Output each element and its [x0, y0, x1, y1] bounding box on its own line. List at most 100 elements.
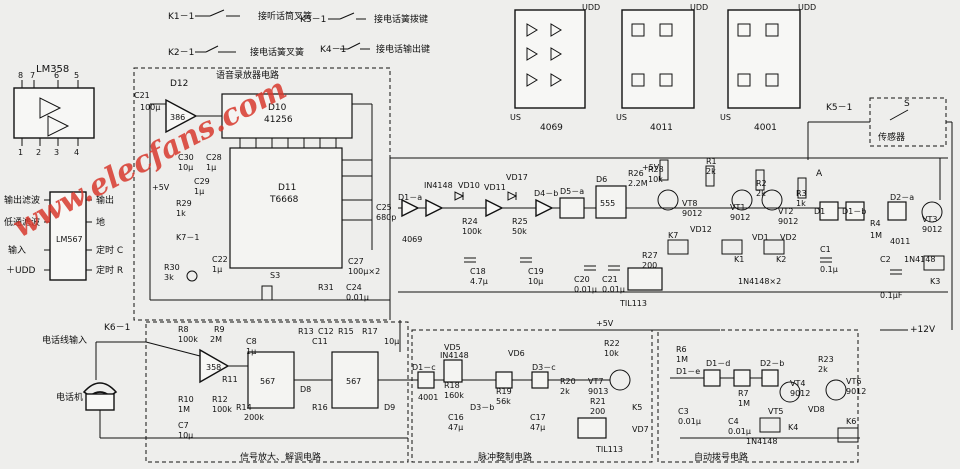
component-label: 0.1μF [880, 291, 903, 300]
component-label: UDD [582, 3, 600, 12]
component-label: 200 [590, 407, 605, 416]
component-label: 358 [206, 363, 221, 372]
component-label: 4 [74, 148, 79, 157]
component-label: 100μ×2 [348, 267, 380, 276]
component-label: 0.01μ [574, 285, 597, 294]
rail-p5v-top: +5V [642, 163, 660, 172]
component-label: 4011 [890, 237, 910, 246]
component-label: 2k [706, 167, 716, 176]
component-label: 4.7μ [470, 277, 488, 286]
component-label: D1－e [676, 367, 700, 376]
component-label: +5V [152, 183, 170, 192]
component-label: 1k [176, 209, 186, 218]
component-label: 2k [560, 387, 570, 396]
component-label: D6 [596, 175, 607, 184]
component-label: K7－1 [176, 233, 199, 242]
component-label: C8 [246, 337, 257, 346]
component-label: C29 [194, 177, 210, 186]
component-label: C12 [318, 327, 334, 336]
lm567-label: LM567 [56, 235, 83, 244]
component-label: R21 [590, 397, 606, 406]
component-label: R22 [604, 339, 620, 348]
component-label: R25 [512, 217, 528, 226]
component-label: C20 [574, 275, 590, 284]
component-label: 3 [54, 148, 59, 157]
component-label: 1μ [212, 265, 222, 274]
component-label: 1μ [194, 187, 204, 196]
component-label: D8 [300, 385, 311, 394]
component-label: R9 [214, 325, 225, 334]
legend-key-4: K4－1 [320, 45, 346, 55]
component-label: 2M [210, 335, 222, 344]
phone-line-block: 电话线输入 K6－1 电话机 [42, 323, 146, 439]
component-label: R24 [462, 217, 478, 226]
component-label: VD11 [484, 183, 506, 192]
component-label: R2 [756, 179, 767, 188]
component-label: 2 [36, 148, 41, 157]
component-label: 2k [756, 189, 766, 198]
component-label: 6 [54, 71, 59, 80]
legend-text-1: 接听话筒叉簧 [258, 10, 312, 22]
chip-name-4011: 4011 [650, 123, 673, 133]
component-label: K6 [846, 417, 856, 426]
component-label: C27 [348, 257, 364, 266]
component-label: 1μ [246, 347, 256, 356]
sensor-switch: K5－1 [826, 103, 852, 113]
phone-line-input: 电话线输入 [42, 334, 87, 346]
component-label: 680p [376, 213, 396, 222]
component-label: C21 [602, 275, 618, 284]
sensor-ref: S [904, 99, 910, 109]
component-label: VD5 [444, 343, 461, 352]
component-label: US [510, 113, 521, 122]
component-label: 8 [18, 71, 23, 80]
component-label: R13 [298, 327, 314, 336]
component-label: VD17 [506, 173, 528, 182]
component-label: R16 [312, 403, 328, 412]
chip-package-4011: 4011 US UDD [616, 3, 708, 133]
component-label: D1－b [842, 207, 866, 216]
component-label: VT1 [730, 203, 745, 212]
component-label: 9013 [588, 387, 608, 396]
amp-decode-title: 信号放大、解调电路 [240, 451, 321, 463]
component-label: 1M [178, 405, 190, 414]
chip-name-4001: 4001 [754, 123, 777, 133]
component-label: 9012 [922, 225, 942, 234]
component-label: R23 [818, 355, 834, 364]
component-label: D10 [268, 103, 287, 113]
legend-text-3: 接电话簧拨键 [374, 13, 428, 25]
component-label: 1N4148 [904, 255, 935, 264]
component-label: R28 [648, 165, 664, 174]
component-label: R26 [628, 169, 644, 178]
component-label: D1 [814, 207, 825, 216]
component-label: US [720, 113, 731, 122]
component-label: C21 [134, 91, 150, 100]
record-playback-section: 语音录放器电路 D10 41256 D11 T6668 D12 386 C21 … [133, 67, 396, 321]
component-label: D2－b [760, 359, 784, 368]
component-label: 1k [796, 199, 806, 208]
component-label: C25 [376, 203, 392, 212]
component-label: R7 [738, 389, 749, 398]
component-label: VD7 [632, 425, 649, 434]
component-label: 56k [496, 397, 511, 406]
component-label: R18 [444, 381, 460, 390]
component-label: 1μ [206, 163, 216, 172]
phone-set-label: 电话机 [56, 391, 83, 403]
component-label: US [616, 113, 627, 122]
legend-text-4: 接电话输出键 [376, 43, 430, 55]
component-label: 0.01μ [678, 417, 701, 426]
legend-text-2: 接电话簧叉簧 [250, 46, 304, 58]
component-label: K2 [776, 255, 786, 264]
component-label: VD1 [752, 233, 769, 242]
component-label: D9 [384, 403, 395, 412]
component-label: 555 [600, 199, 615, 208]
lm567-pin-ground: 地 [96, 216, 105, 228]
component-label: 1N4148×2 [738, 277, 781, 286]
component-label: R3 [796, 189, 807, 198]
phone-switch: K6－1 [104, 323, 130, 333]
component-label: VD10 [458, 181, 480, 190]
component-label: 567 [346, 377, 361, 386]
rail-p12v: +12V [910, 325, 936, 335]
lm567-pin-out-filter: 输出滤波 [4, 194, 40, 206]
legend-key-1: K1－1 [168, 12, 194, 22]
component-label: IN4148 [424, 181, 453, 190]
